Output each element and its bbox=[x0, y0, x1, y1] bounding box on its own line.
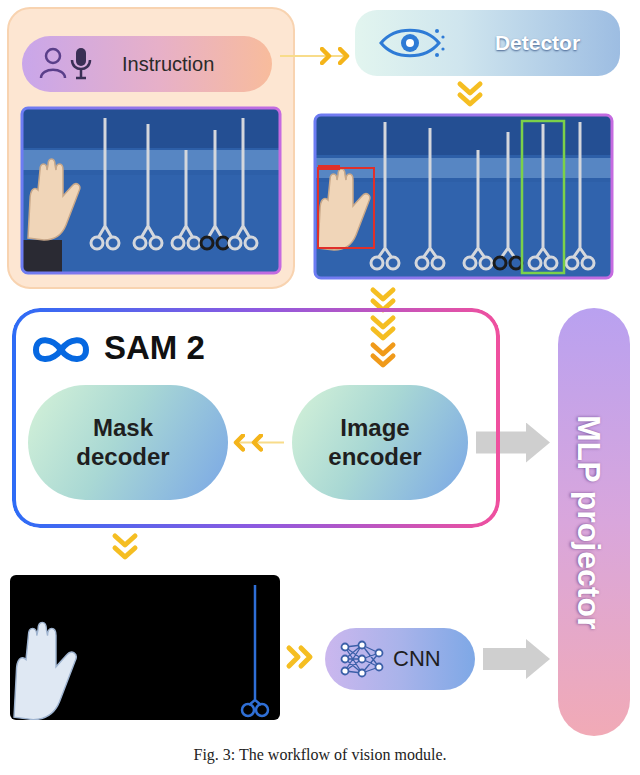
eye-icon bbox=[377, 23, 447, 63]
photo-frame bbox=[315, 115, 612, 278]
input-panel bbox=[8, 8, 294, 288]
instruction-label: Instruction bbox=[122, 52, 214, 76]
mlp-projector-bar: MLP projector bbox=[558, 308, 630, 736]
image-encoder-pill: Image encoder bbox=[292, 385, 468, 500]
detector-label: Detector bbox=[495, 30, 580, 55]
figure-caption: Fig. 3: The workflow of vision module. bbox=[0, 746, 640, 764]
module-label: Mask decoder bbox=[58, 414, 188, 472]
cnn-pill: CNN bbox=[325, 628, 475, 690]
cnn-label: CNN bbox=[393, 646, 441, 672]
meta-logo bbox=[30, 332, 92, 368]
flow-arrow bbox=[280, 55, 347, 57]
sam2-frame: SAM 2 Mask decoder Image encoder bbox=[12, 308, 500, 528]
photo-frame bbox=[22, 108, 280, 273]
projector-label: MLP projector bbox=[570, 415, 608, 630]
detection-photo bbox=[315, 115, 612, 278]
feature-arrow bbox=[483, 648, 526, 670]
network-icon bbox=[339, 639, 385, 679]
speaker-icon bbox=[38, 44, 102, 84]
input-photo bbox=[22, 108, 280, 273]
mask-decoder-pill: Mask decoder bbox=[28, 385, 228, 500]
mask-image bbox=[10, 575, 280, 720]
instruction-pill: Instruction bbox=[22, 36, 272, 92]
model-title: SAM 2 bbox=[104, 328, 205, 368]
detector-box: Detector bbox=[355, 10, 620, 76]
module-label: Image encoder bbox=[310, 414, 440, 472]
